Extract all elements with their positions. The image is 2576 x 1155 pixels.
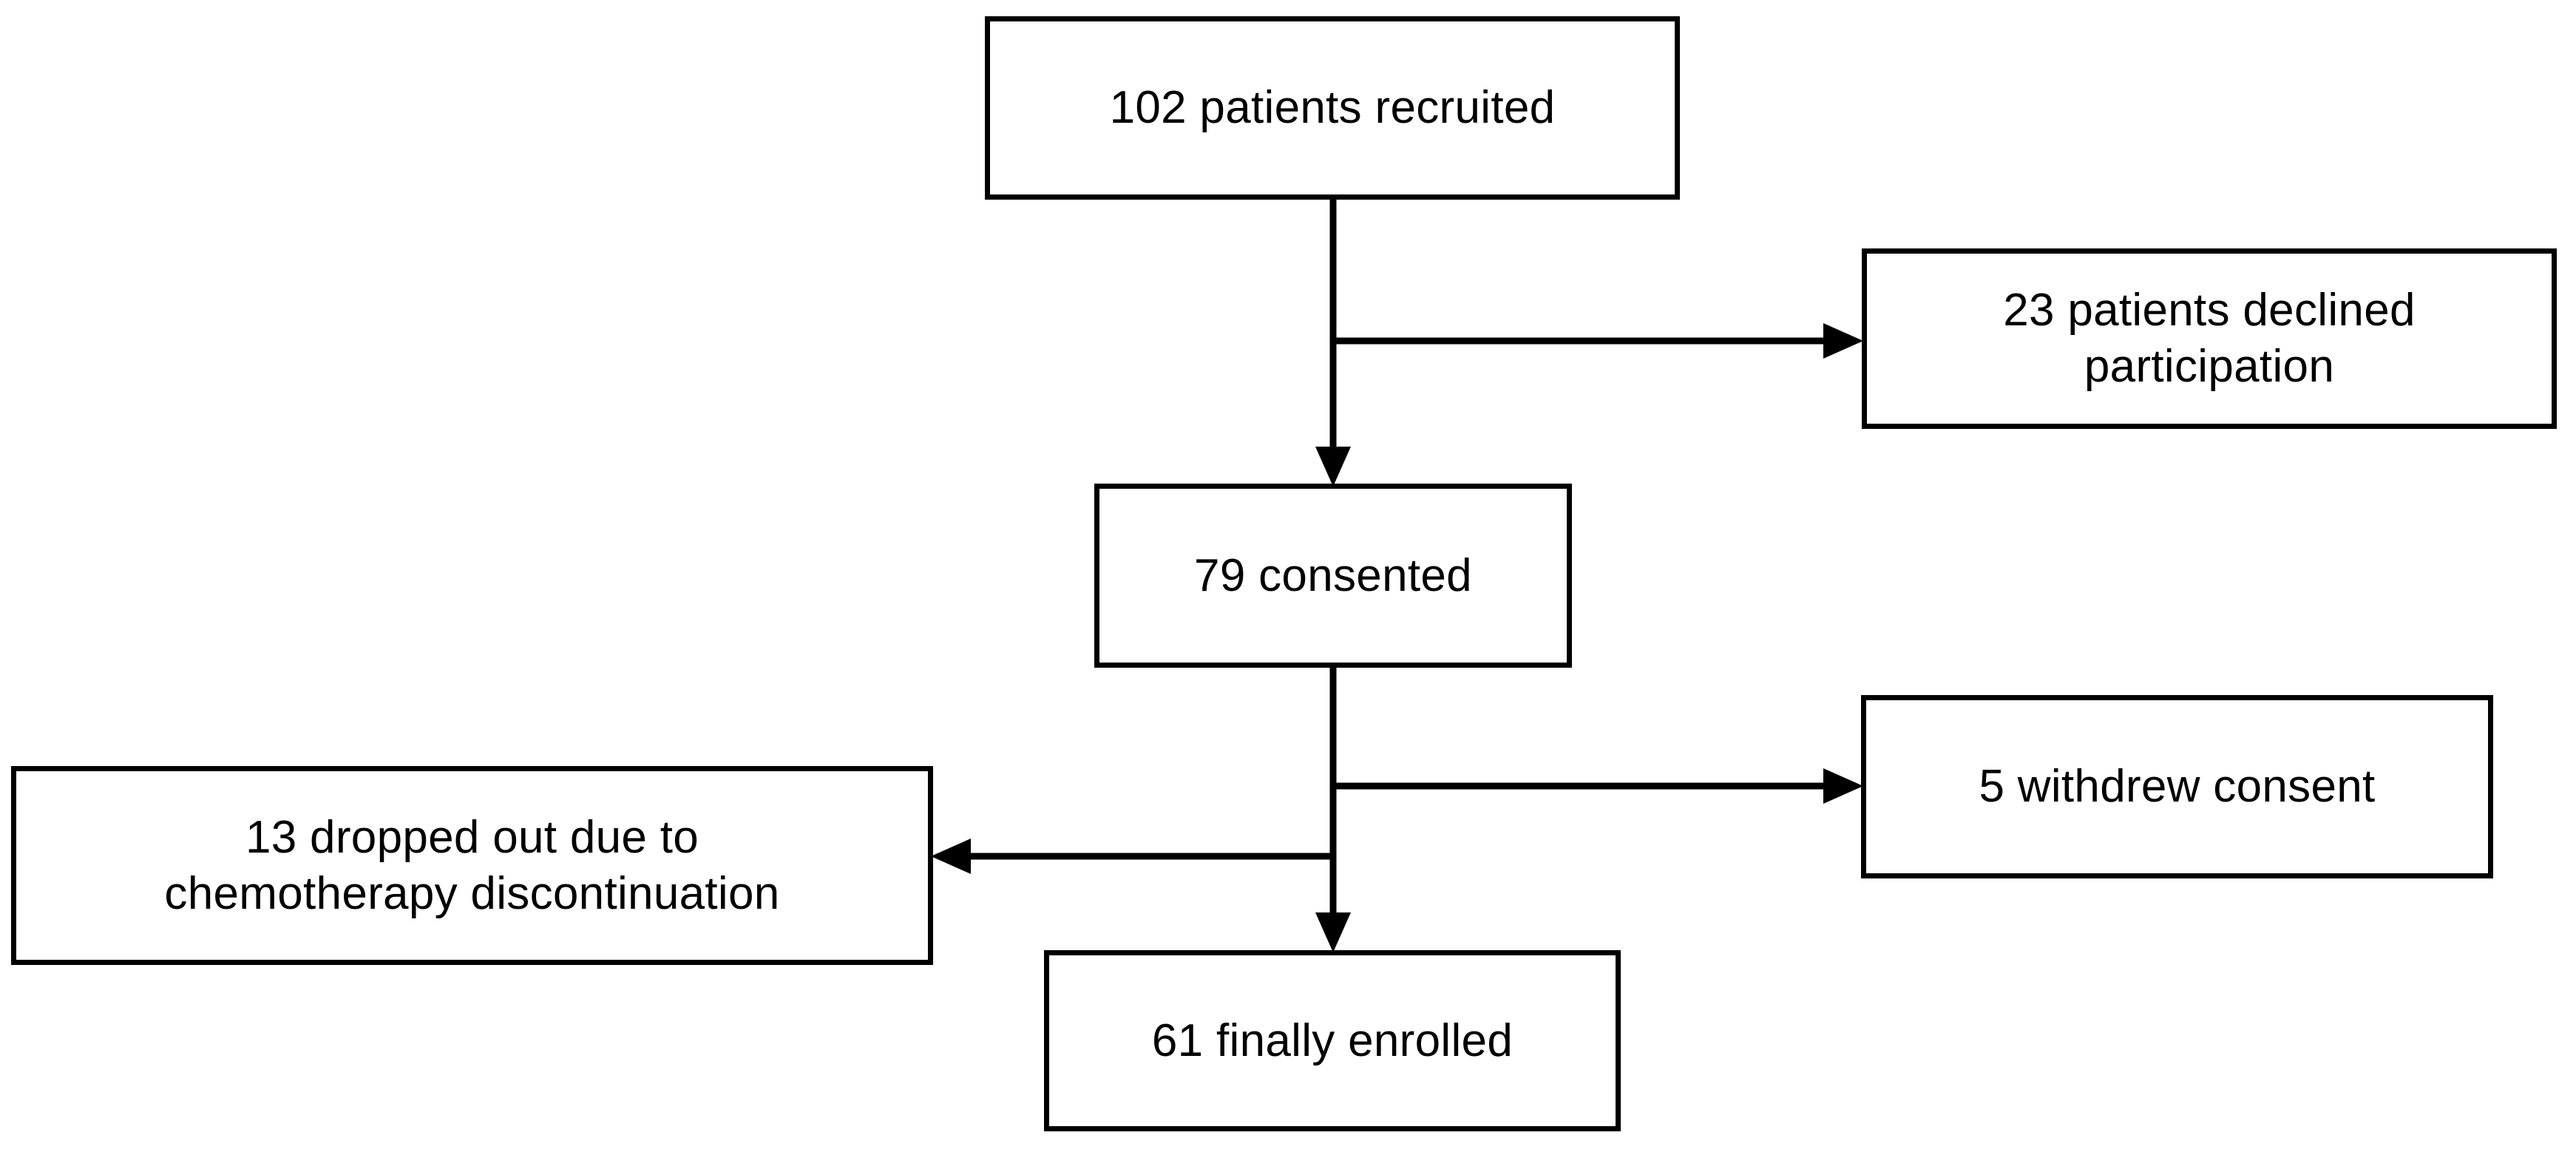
arrowhead-right-icon <box>1823 768 1863 804</box>
connector-consented-to-withdrew <box>1333 768 1863 804</box>
box-declined: 23 patients declined participation <box>1862 248 2557 429</box>
box-recruited: 102 patients recruited <box>985 16 1680 200</box>
arrowhead-left-icon <box>931 839 971 874</box>
box-withdrew-label: 5 withdrew consent <box>1979 761 2376 813</box>
connector-recruited-to-consented <box>1315 200 1351 487</box>
box-enrolled-label: 61 finally enrolled <box>1151 1015 1514 1066</box>
box-dropped-out-label: 13 dropped out due to chemotherapy disco… <box>164 811 780 919</box>
connector-consented-to-dropped-out <box>931 839 1333 874</box>
box-withdrew: 5 withdrew consent <box>1861 695 2493 878</box>
arrowhead-down-icon <box>1315 912 1351 952</box>
box-enrolled: 61 finally enrolled <box>1044 950 1621 1131</box>
box-recruited-label: 102 patients recruited <box>1109 82 1556 134</box>
box-consented-label: 79 consented <box>1194 549 1472 601</box>
connector-consented-to-enrolled <box>1315 668 1351 952</box>
box-declined-label: 23 patients declined participation <box>2003 285 2416 392</box>
box-dropped-out: 13 dropped out due to chemotherapy disco… <box>11 766 933 965</box>
arrowhead-down-icon <box>1315 447 1351 487</box>
arrowhead-right-icon <box>1823 323 1863 359</box>
connector-recruited-to-declined <box>1333 323 1863 359</box>
box-consented: 79 consented <box>1094 484 1572 668</box>
